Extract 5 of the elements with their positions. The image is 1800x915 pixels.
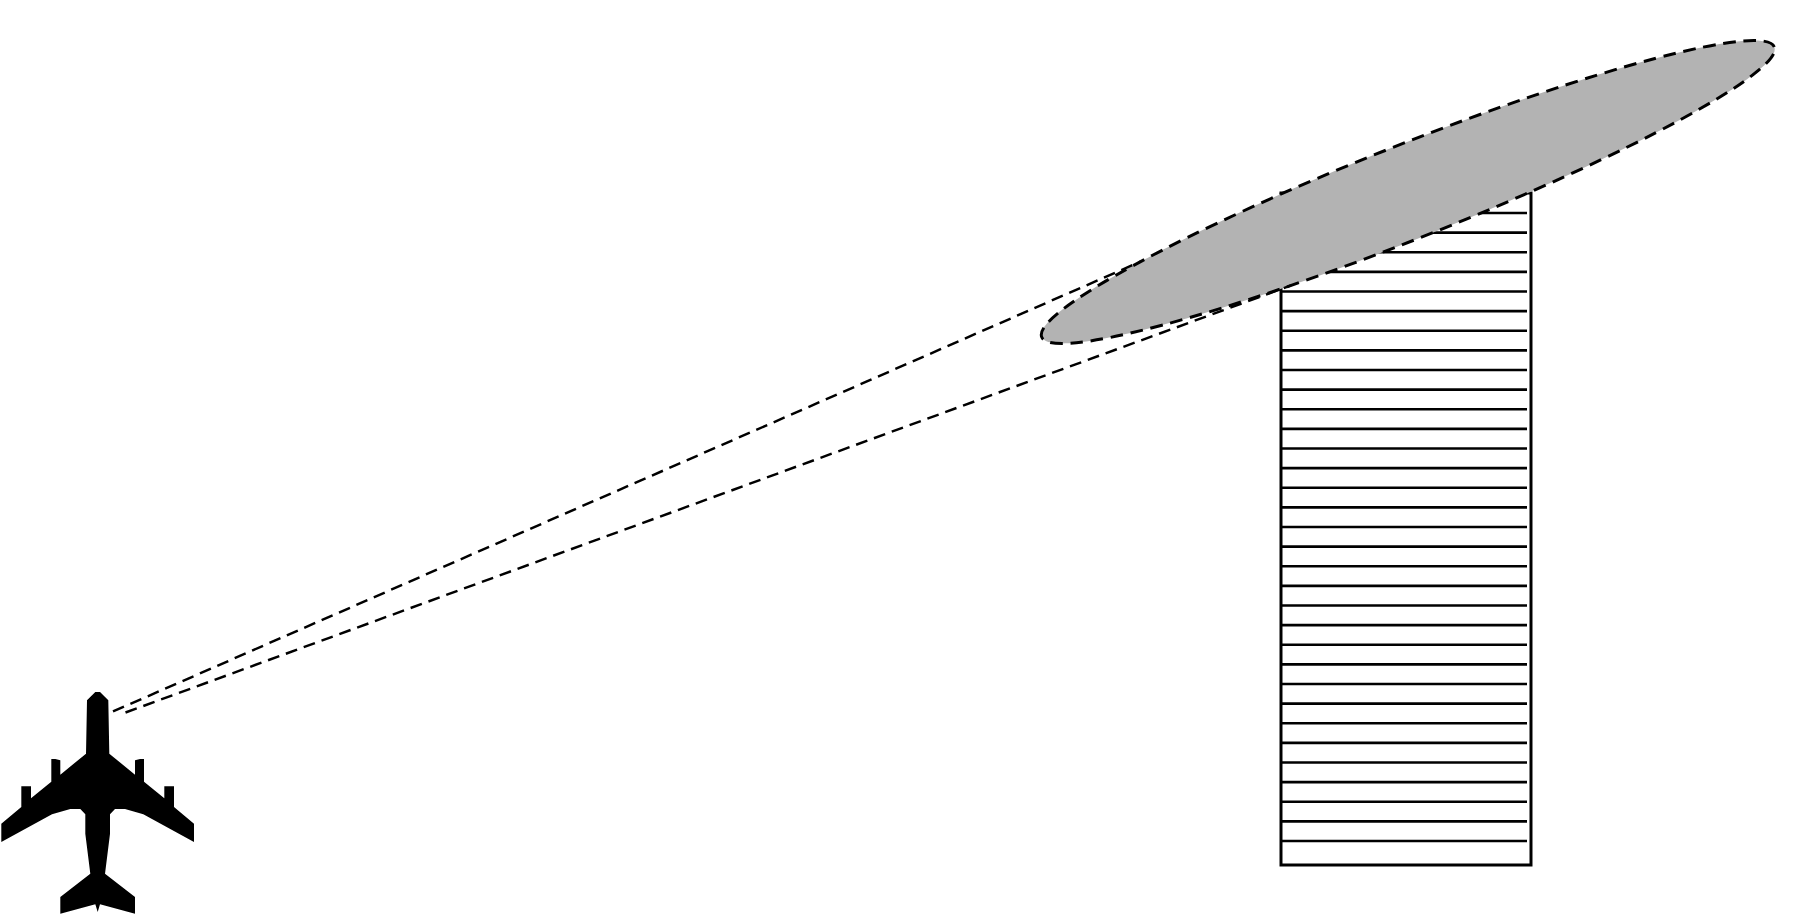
airplane-icon bbox=[1, 692, 194, 914]
shaded-ellipse bbox=[1040, 39, 1776, 345]
beam-line bbox=[125, 284, 1292, 714]
beam-line bbox=[112, 260, 1141, 713]
building bbox=[1279, 191, 1533, 867]
